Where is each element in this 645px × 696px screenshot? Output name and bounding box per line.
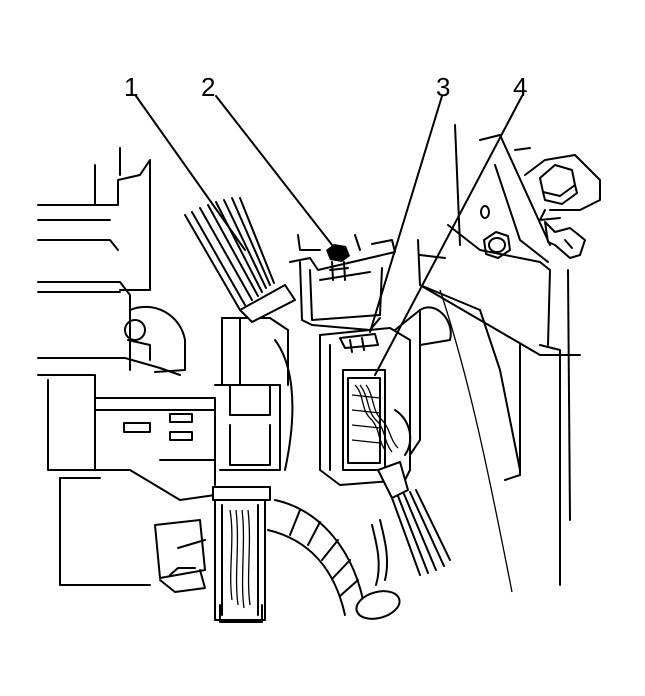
module-connector [342, 369, 412, 471]
callout-4: 4 [513, 72, 528, 102]
leader-line-3 [369, 95, 443, 333]
callout-3: 3 [436, 72, 451, 102]
callout-1: 1 [124, 72, 139, 102]
wire-bundle-top [184, 197, 296, 323]
leader-line-1 [135, 95, 246, 251]
small-relay [154, 519, 206, 593]
right-bolt-lower [483, 231, 511, 259]
lower-connector [212, 486, 271, 623]
left-round-knob [124, 305, 186, 373]
right-clip [544, 221, 586, 259]
electronic-module [319, 306, 452, 486]
right-bolt-upper [514, 147, 601, 221]
bolt-nut [326, 244, 350, 281]
leader-lines [135, 95, 523, 376]
callout-2: 2 [201, 72, 216, 102]
mounting-bracket [289, 234, 396, 331]
connector-harness [371, 461, 451, 586]
junction-block [94, 317, 289, 501]
right-panel [417, 124, 581, 593]
leader-line-4 [374, 95, 523, 376]
left-dash-structure [37, 147, 216, 586]
harness-conduit [267, 339, 401, 620]
leader-line-2 [215, 95, 337, 251]
